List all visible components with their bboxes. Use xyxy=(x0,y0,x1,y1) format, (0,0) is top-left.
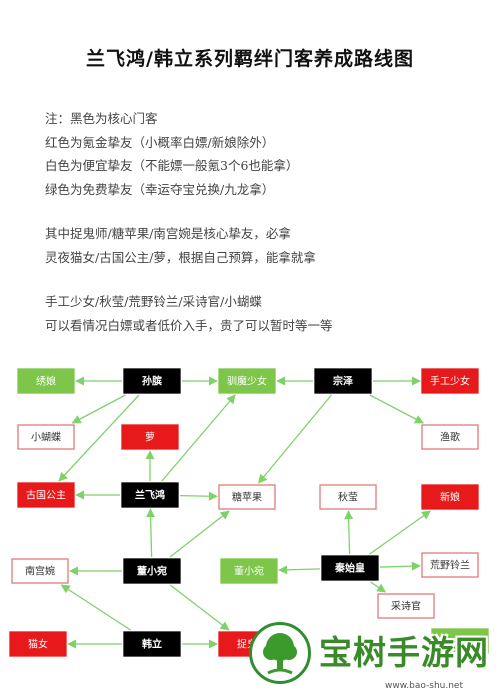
node-label: 董小宛 xyxy=(137,565,167,578)
node-label: 绣娘 xyxy=(36,375,56,388)
node-partial_green xyxy=(431,628,489,654)
node-zongze: 宗泽 xyxy=(314,368,372,394)
note-legend-green: 绿色为免费挚友（幸运夺宝兑换/九龙拿） xyxy=(45,181,275,197)
node-box xyxy=(121,482,179,508)
node-box xyxy=(319,484,377,510)
watermark: 宝树手游网 www.bao-shu.net xyxy=(235,618,500,699)
node-label: 渔歌 xyxy=(440,431,460,444)
node-shougong: 手工少女 xyxy=(421,368,479,394)
edge-sunbin-to-guguo xyxy=(58,394,140,482)
node-sunbin: 孙膑 xyxy=(123,368,181,394)
node-xiaohudie: 小蝴蝶 xyxy=(17,424,75,450)
note-legend-red: 红色为氪金挚友（小概率白嫖/新娘除外） xyxy=(45,134,275,150)
node-box xyxy=(321,555,379,581)
node-qiuying: 秋莹 xyxy=(319,484,377,510)
node-dongxiaowan2: 董小宛 xyxy=(220,558,278,584)
node-xinniang: 新娘 xyxy=(421,484,479,510)
page-title: 兰飞鸿/韩立系列羁绊门客养成路线图 xyxy=(86,48,414,70)
edge-lanfeihong-to-xunmo xyxy=(161,394,236,482)
node-caishiguan: 采诗官 xyxy=(377,593,435,619)
edge-dongxiaowan1-to-zhuogui xyxy=(169,584,230,631)
notes-block: 注：黑色为核心门客 红色为氪金挚友（小概率白嫖/新娘除外） 白色为便宜挚友（不能… xyxy=(45,107,485,337)
node-label: 董小宛 xyxy=(234,565,264,578)
note-must-have: 其中捉鬼师/糖苹果/南宫婉是核心挚友，必拿 xyxy=(45,226,291,241)
node-dongxiaowan1: 董小宛 xyxy=(123,558,181,584)
node-label: 萝 xyxy=(145,432,155,444)
node-box xyxy=(218,484,276,510)
node-box xyxy=(123,368,181,394)
note-legend-white: 白色为便宜挚友（不能嫖一般氪3个6也能拿） xyxy=(45,158,299,173)
node-label: 秋莹 xyxy=(338,491,358,504)
edges-layer xyxy=(58,376,432,649)
node-box xyxy=(421,552,479,578)
node-label: 猫女 xyxy=(28,638,48,651)
node-yuge: 渔歌 xyxy=(421,424,479,450)
edge-qinshihuang-to-qiuying xyxy=(344,510,354,555)
edge-qinshihuang-to-dongxiaowan2 xyxy=(278,565,321,575)
node-luo: 萝 xyxy=(121,424,179,450)
node-box xyxy=(218,368,276,394)
node-box xyxy=(220,558,278,584)
node-label: 秦始皇 xyxy=(334,562,365,575)
edge-zongze-to-yuge xyxy=(369,394,425,424)
node-label: 南宫婉 xyxy=(25,565,55,578)
node-guguo: 古国公主 xyxy=(17,482,75,508)
note-legend-core: 注：黑色为核心门客 xyxy=(45,111,158,126)
node-label: 采诗官 xyxy=(391,600,421,613)
edge-dongxiaowan1-to-lanfeihong xyxy=(146,508,156,558)
node-box xyxy=(421,484,479,510)
node-box xyxy=(17,482,75,508)
note-optional-list: 手工少女/秋莹/荒野铃兰/采诗官/小蝴蝶 xyxy=(45,294,262,309)
node-box xyxy=(123,558,181,584)
node-tangpingguo: 糖苹果 xyxy=(218,484,276,510)
node-box xyxy=(314,368,372,394)
note-budget: 灵夜猫女/古国公主/萝，根据自己预算，能拿就拿 xyxy=(45,249,316,265)
node-label: 驯魔少女 xyxy=(227,375,267,388)
edge-qinshihuang-to-huangye xyxy=(379,561,421,571)
edge-zongze-to-tangpingguo xyxy=(258,394,332,484)
node-label: 荒野铃兰 xyxy=(430,559,470,572)
note-optional-advice: 可以看情况白嫖或者低价入手，贵了可以暂时等一等 xyxy=(45,317,333,333)
node-label: 宗泽 xyxy=(333,375,353,388)
edge-qinshihuang-to-caishiguan xyxy=(370,581,387,593)
edge-qinshihuang-to-xinniang xyxy=(369,510,432,555)
node-xiuniang: 绣娘 xyxy=(17,368,75,394)
node-label: 古国公主 xyxy=(26,489,66,502)
node-label: 韩立 xyxy=(142,638,162,651)
node-label: 手工少女 xyxy=(430,375,470,388)
node-nangongwan: 南宫婉 xyxy=(11,558,69,584)
node-box xyxy=(421,368,479,394)
edge-sunbin-to-xiaohudie xyxy=(71,394,126,424)
node-label: 新娘 xyxy=(440,491,460,504)
watermark-text: 宝树手游网 xyxy=(319,633,489,672)
node-box xyxy=(121,424,179,450)
node-hanli: 韩立 xyxy=(123,631,181,657)
node-lanfeihong: 兰飞鸿 xyxy=(121,482,179,508)
node-qinshihuang: 秦始皇 xyxy=(321,555,379,581)
tree-logo-icon xyxy=(249,622,311,684)
node-box xyxy=(431,628,489,654)
node-maonv: 猫女 xyxy=(9,631,67,657)
node-label: 孙膑 xyxy=(142,375,162,388)
node-box xyxy=(421,424,479,450)
node-box xyxy=(17,368,75,394)
node-huangye: 荒野铃兰 xyxy=(421,552,479,578)
node-box xyxy=(377,593,435,619)
node-label: 兰飞鸿 xyxy=(135,489,165,502)
node-box xyxy=(9,631,67,657)
node-box xyxy=(11,558,69,584)
node-box xyxy=(17,424,75,450)
node-label: 小蝴蝶 xyxy=(31,431,61,444)
watermark-url: www.bao-shu.net xyxy=(385,681,463,691)
edge-hanli-to-nangongwan xyxy=(60,584,131,631)
node-xunmo: 驯魔少女 xyxy=(218,368,276,394)
edge-dongxiaowan1-to-tangpingguo xyxy=(169,510,230,558)
node-box xyxy=(123,631,181,657)
node-label: 糖苹果 xyxy=(232,491,262,504)
edge-lanfeihong-to-tangpingguo xyxy=(179,491,218,501)
